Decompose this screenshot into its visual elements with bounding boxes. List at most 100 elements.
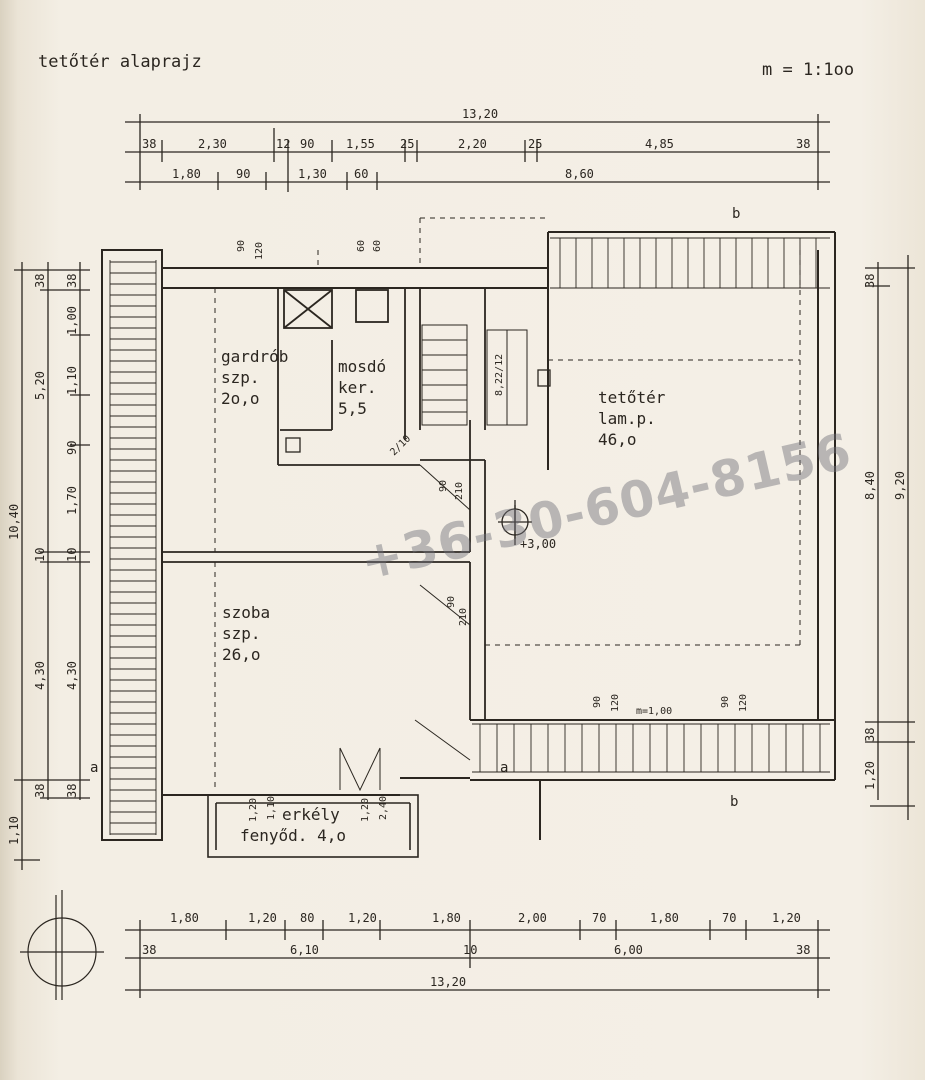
dim-label: 38: [142, 137, 156, 151]
dim-label: 1,80: [172, 167, 201, 181]
dim-label: 9,20: [893, 471, 907, 500]
dim-label: 1,00: [65, 306, 79, 335]
dim-label: 10: [65, 548, 79, 562]
opening-label: 8,22/12: [494, 354, 505, 396]
room-type: ker.: [338, 378, 377, 397]
room-name: szoba: [222, 603, 271, 622]
dim-label: 70: [592, 911, 606, 925]
dim-label: 1,20: [863, 761, 877, 790]
dim-label: 90: [236, 167, 250, 181]
dim-label: 8,40: [863, 471, 877, 500]
dim-label: 1,20: [772, 911, 801, 925]
dim-label: 1,80: [432, 911, 461, 925]
dim-ticks-right: [865, 267, 915, 807]
room-area: 5,5: [338, 399, 367, 418]
opening-label: 60: [356, 240, 367, 252]
room-name: erkély: [282, 805, 340, 824]
dim-label: 90: [300, 137, 314, 151]
opening-label: 90: [438, 480, 449, 492]
dim-label: 10,40: [7, 504, 21, 540]
opening-label: 1,20: [360, 798, 371, 822]
dim-label: 38: [33, 784, 47, 798]
chimney: [537, 369, 551, 387]
dim-label: 2,20: [458, 137, 487, 151]
drawing-title: tetőtér alaprajz: [38, 52, 202, 72]
dim-label-top-total: 13,20: [462, 107, 498, 121]
opening-label: 2,40: [378, 796, 389, 820]
section-mark: a: [90, 760, 98, 776]
room-area: 4,o: [317, 826, 346, 845]
rafters-bottom-right: [472, 723, 830, 773]
dim-label: 38: [65, 274, 79, 288]
dim-ticks-top: [139, 114, 819, 192]
dim-label: 25: [400, 137, 414, 151]
dim-label: 1,20: [348, 911, 377, 925]
dim-label: 38: [796, 943, 810, 957]
opening-label: 120: [738, 694, 749, 712]
opening-label: 90: [592, 696, 603, 708]
dim-label: 1,70: [65, 486, 79, 515]
room-type: szp.: [221, 368, 260, 387]
door-swings: [339, 464, 471, 792]
scale-label: m = 1:1oo: [762, 60, 855, 80]
room-erkely-detail: fenyőd. 4,o: [240, 825, 346, 846]
dim-label: 1,10: [65, 366, 79, 395]
level-label: +3,00: [520, 537, 556, 551]
room-type: lam.p.: [598, 409, 656, 428]
section-mark: a: [500, 760, 508, 776]
room-gardrob: gardrób szp. 2o,o: [221, 346, 288, 409]
room-name: tetőtér: [598, 388, 666, 407]
opening-label: 210: [458, 608, 469, 626]
opening-label: 210: [454, 482, 465, 500]
dim-label: 1,80: [650, 911, 679, 925]
dim-label: 10: [463, 943, 477, 957]
dim-label: 1,20: [248, 911, 277, 925]
opening-label: 1,20: [248, 798, 259, 822]
dim-ticks-left: [14, 269, 90, 861]
dim-label: 60: [354, 167, 368, 181]
room-area: 26,o: [222, 645, 261, 664]
dim-label: 25: [528, 137, 542, 151]
dim-label: 4,85: [645, 137, 674, 151]
dim-label: 6,10: [290, 943, 319, 957]
room-mosdo: mosdó ker. 5,5: [338, 356, 386, 419]
north-arrow: [20, 890, 104, 1000]
opening-label: 90: [720, 696, 731, 708]
opening-label: 60: [372, 240, 383, 252]
rafters-left: [109, 260, 157, 835]
opening-label: 90: [236, 240, 247, 252]
room-area: 46,o: [598, 430, 637, 449]
opening-label: 90: [446, 596, 457, 608]
balcony: [207, 794, 419, 858]
opening-label: 120: [254, 242, 265, 260]
dim-label: 10: [33, 548, 47, 562]
dim-label: 4,30: [65, 661, 79, 690]
dim-label: 1,10: [7, 816, 21, 845]
opening-label: m=1,00: [636, 706, 672, 717]
room-type: szp.: [222, 624, 261, 643]
shaft: [285, 437, 301, 453]
opening-label: 2/10: [388, 433, 413, 458]
dim-label-bottom-total: 13,20: [430, 975, 466, 989]
dim-label: 1,55: [346, 137, 375, 151]
exterior-walls: [101, 231, 836, 841]
room-szoba: szoba szp. 26,o: [222, 602, 270, 665]
dim-label: 2,00: [518, 911, 547, 925]
dim-label: 2,30: [198, 137, 227, 151]
dim-label: 70: [722, 911, 736, 925]
dim-label: 38: [65, 784, 79, 798]
dim-label: 1,30: [298, 167, 327, 181]
room-area: 2o,o: [221, 389, 260, 408]
rafters-top-right: [550, 237, 830, 289]
dim-label: 4,30: [33, 661, 47, 690]
room-erkely: erkély: [282, 805, 340, 825]
room-tetoter: tetőtér lam.p. 46,o: [598, 387, 665, 450]
dim-label: 12: [276, 137, 290, 151]
room-name: mosdó: [338, 357, 387, 376]
section-mark: b: [730, 794, 738, 810]
dim-label: 6,00: [614, 943, 643, 957]
room-type: fenyőd.: [240, 826, 308, 845]
dim-ticks-bottom: [139, 920, 819, 998]
